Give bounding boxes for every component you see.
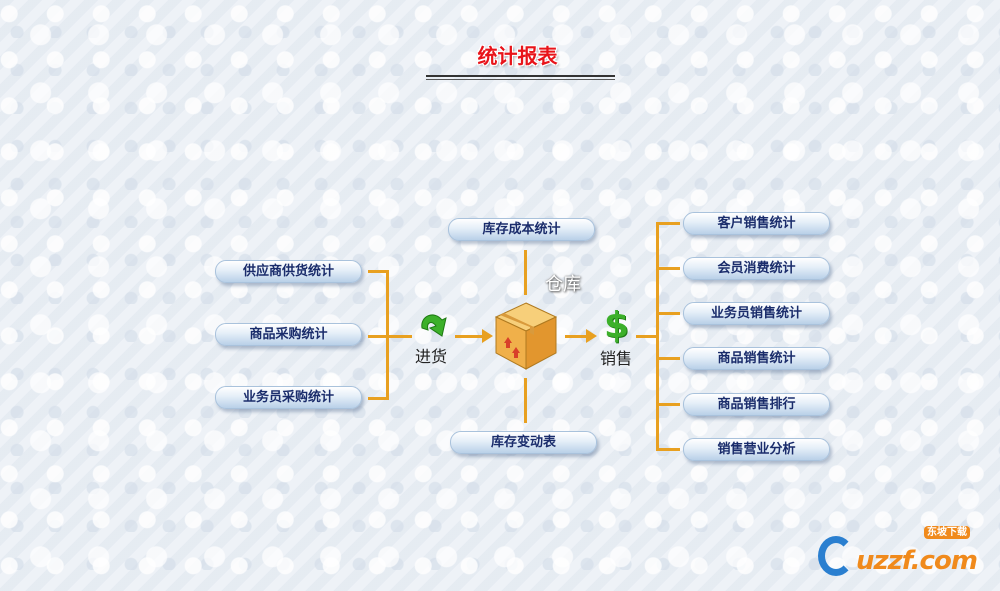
product-sales-stats-button[interactable]: 商品销售统计 (683, 347, 830, 370)
connector (368, 335, 388, 338)
warehouse-label: 仓库 (545, 274, 581, 295)
logo-tag: 东坡下载 (924, 526, 970, 539)
supplier-supply-stats-button[interactable]: 供应商供货统计 (215, 260, 362, 283)
connector (656, 267, 680, 270)
connector (656, 403, 680, 406)
connector (388, 335, 412, 338)
arrow-right-icon (586, 329, 597, 343)
purchase-label: 进货 (415, 347, 448, 366)
connector (565, 335, 587, 338)
title-underline (426, 75, 615, 80)
connector (636, 335, 658, 338)
logo-text: uzzf.com (856, 546, 978, 576)
connector (656, 222, 680, 225)
page-title: 统计报表 (477, 44, 558, 68)
connector (524, 250, 527, 295)
uzzf-logo: 东坡下载 uzzf.com (818, 526, 996, 584)
connector (368, 397, 388, 400)
connector (368, 270, 388, 273)
warehouse-box-icon (494, 302, 558, 370)
inventory-cost-stats-button[interactable]: 库存成本统计 (448, 218, 595, 241)
logo-swirl-icon (818, 536, 854, 576)
product-sales-ranking-button[interactable]: 商品销售排行 (683, 393, 830, 416)
connector (656, 357, 680, 360)
dollar-sales-icon: $ (604, 305, 630, 346)
sales-business-analysis-button[interactable]: 销售营业分析 (683, 438, 830, 461)
salesman-purchase-stats-button[interactable]: 业务员采购统计 (215, 386, 362, 409)
connector (524, 378, 527, 423)
product-purchase-stats-button[interactable]: 商品采购统计 (215, 323, 362, 346)
member-consumption-stats-button[interactable]: 会员消费统计 (683, 257, 830, 280)
connector (386, 270, 389, 400)
arrow-right-icon (482, 329, 493, 343)
connector (455, 335, 483, 338)
customer-sales-stats-button[interactable]: 客户销售统计 (683, 212, 830, 235)
inventory-change-table-button[interactable]: 库存变动表 (450, 431, 597, 454)
connector (656, 448, 680, 451)
purchase-arrow-icon (421, 314, 447, 337)
connector (656, 222, 659, 451)
salesman-sales-stats-button[interactable]: 业务员销售统计 (683, 302, 830, 325)
connector (656, 312, 680, 315)
sales-label: 销售 (600, 349, 633, 368)
